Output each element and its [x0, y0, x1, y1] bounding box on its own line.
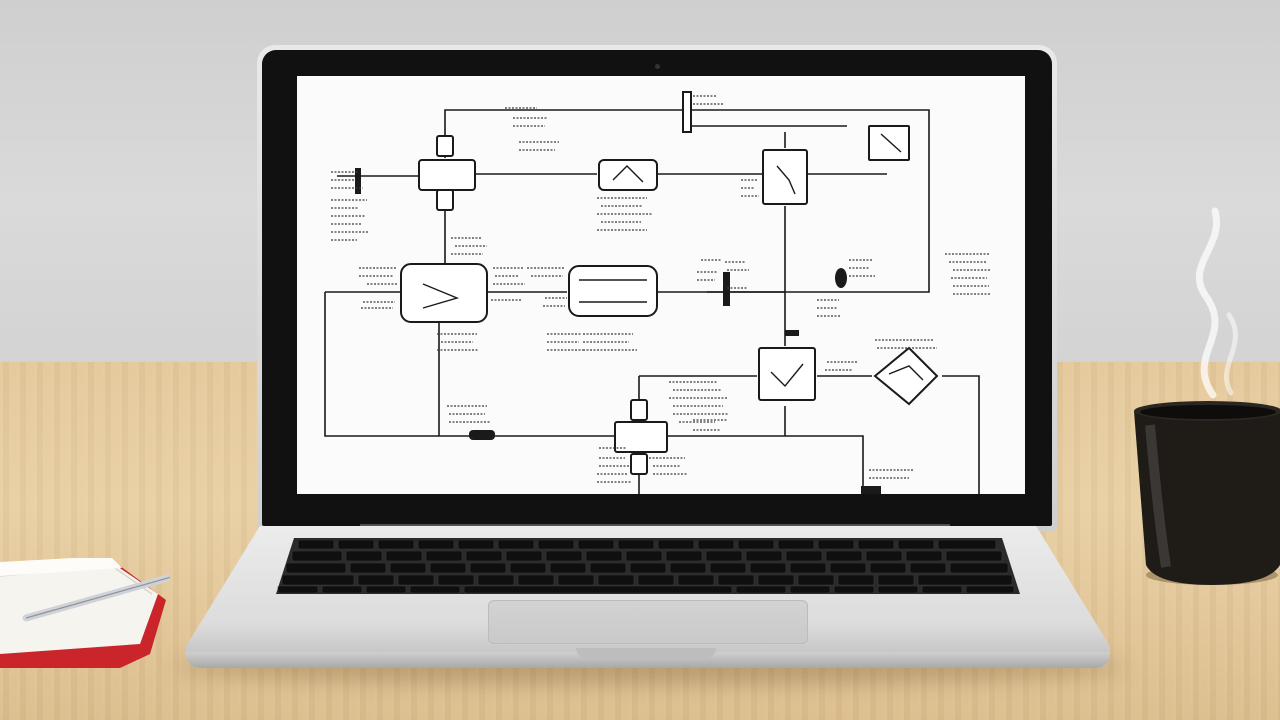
diagram-line [444, 109, 930, 293]
spacebar [463, 585, 733, 594]
trackpad [488, 600, 808, 644]
component-symbol [776, 165, 796, 195]
component-symbol [880, 133, 902, 153]
annotation-text [519, 141, 559, 151]
valve-marker [723, 272, 730, 306]
component-symbol [612, 165, 644, 183]
annotation-text [693, 95, 723, 105]
keyboard [276, 538, 1020, 594]
webcam-icon [655, 64, 660, 69]
annotation-text [597, 197, 653, 231]
component-block [614, 421, 668, 453]
component-symbol [888, 365, 924, 381]
annotation-text [693, 419, 727, 431]
component-block [868, 125, 910, 161]
annotation-text [849, 259, 875, 277]
component-block [418, 159, 476, 191]
annotation-text [825, 361, 857, 371]
valve-marker [785, 330, 799, 336]
coffee-mug [1134, 401, 1280, 585]
valve-marker [355, 168, 361, 194]
key-row [297, 539, 997, 550]
annotation-text [491, 267, 525, 301]
valve-marker [861, 486, 881, 494]
annotation-text [945, 253, 991, 295]
component-block [630, 399, 648, 421]
annotation-text [451, 237, 487, 255]
laptop-screen [297, 76, 1025, 494]
diagram-line [667, 435, 864, 494]
annotation-text [869, 469, 913, 479]
annotation-text [447, 405, 491, 423]
annotation-text [505, 107, 547, 127]
annotation-text [527, 267, 567, 307]
component-symbol [770, 363, 804, 388]
laptop-base-edge [186, 652, 1110, 668]
component-block [436, 189, 454, 211]
annotation-text [547, 333, 637, 351]
annotation-text [649, 457, 687, 475]
component-block [630, 453, 648, 475]
annotation-text [597, 447, 631, 483]
component-block [598, 159, 658, 191]
annotation-text [331, 171, 369, 241]
laptop-open-notch [576, 648, 716, 658]
component-block [762, 149, 808, 205]
annotation-text [437, 333, 479, 351]
component-block [758, 347, 816, 401]
valve-marker [469, 430, 495, 440]
annotation-text [741, 179, 759, 197]
annotation-text [725, 261, 749, 289]
notebook [0, 558, 170, 668]
key-row [285, 562, 1009, 574]
annotation-text [817, 299, 841, 317]
key-row [277, 585, 1015, 594]
annotation-text [697, 259, 721, 281]
diagram-line [639, 375, 980, 494]
component-block [873, 346, 939, 406]
annotation-text [875, 339, 937, 349]
key-row [281, 574, 1013, 586]
annotation-text [359, 267, 397, 309]
component-block [682, 91, 692, 133]
component-symbol [422, 283, 460, 309]
annotation-text [669, 381, 729, 423]
schematic-diagram [324, 91, 991, 494]
steam [1195, 207, 1238, 399]
component-block [568, 265, 658, 317]
component-block [436, 135, 454, 157]
diagram-line [324, 292, 617, 437]
key-row [291, 550, 1003, 562]
valve-marker [835, 268, 847, 288]
pen-icon [22, 573, 170, 622]
